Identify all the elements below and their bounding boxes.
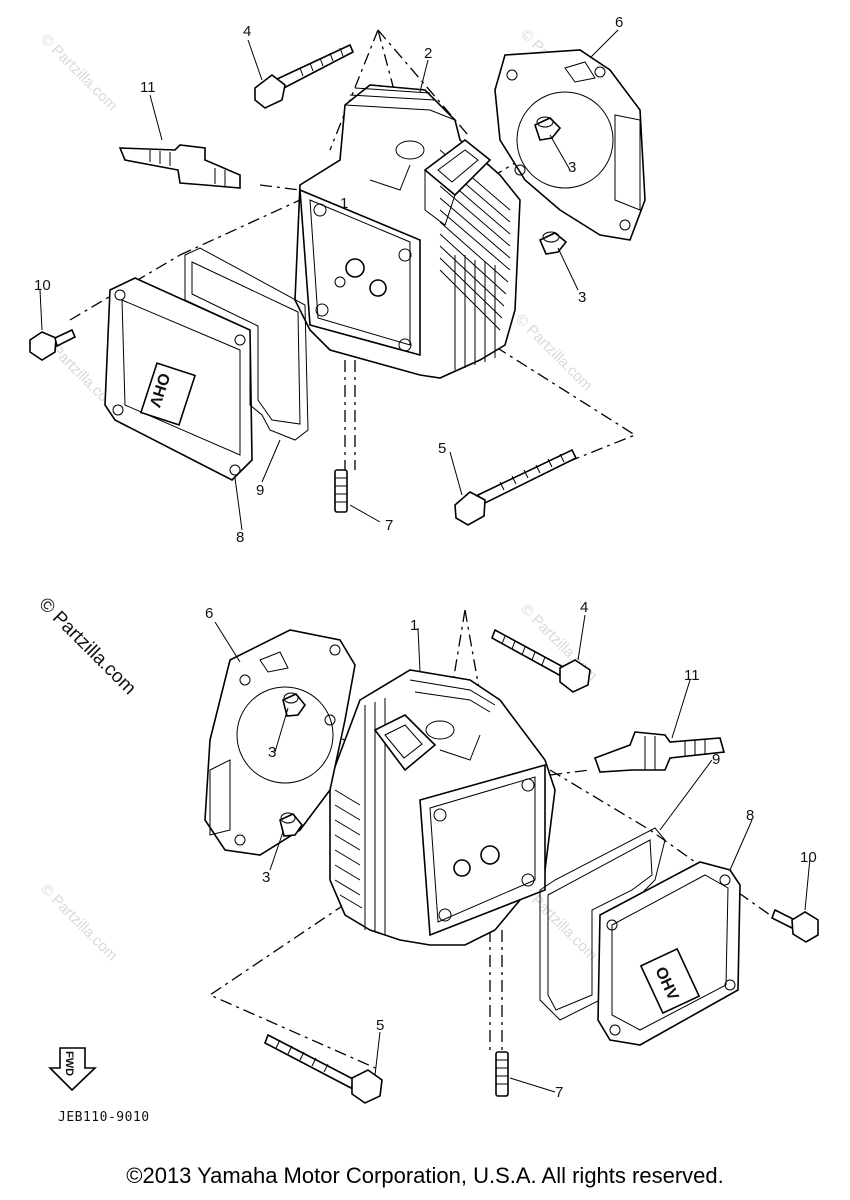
drawing-code: JEB110-9010 xyxy=(58,1110,150,1125)
watermark-prominent: © Partzilla.com xyxy=(34,594,139,699)
dowel-pin xyxy=(538,231,568,255)
callout-10: 10 xyxy=(34,277,51,294)
callout-3: 3 xyxy=(262,869,270,886)
dowel-pin xyxy=(279,812,304,837)
callout-2: 2 xyxy=(424,45,432,62)
callout-11: 11 xyxy=(684,667,700,684)
head-gasket-upper xyxy=(494,49,646,241)
spark-plug-upper xyxy=(118,144,241,189)
callout-3: 3 xyxy=(578,289,586,306)
callout-11: 11 xyxy=(140,79,156,96)
fwd-arrow-label: FWD xyxy=(63,1051,75,1076)
callout-3: 3 xyxy=(568,159,576,176)
callout-9: 9 xyxy=(712,751,720,768)
callout-3: 3 xyxy=(268,744,276,761)
bolt-lower-5 xyxy=(264,1033,383,1104)
callout-1: 1 xyxy=(340,195,348,212)
callout-10: 10 xyxy=(800,849,817,866)
watermark-faint: © Partzilla.com xyxy=(512,311,595,394)
bolt-upper-10 xyxy=(29,328,77,361)
bolt-lower-10 xyxy=(770,908,819,943)
bolt-lower-4 xyxy=(491,628,591,693)
head-cover-lower: OHV xyxy=(597,861,741,1046)
fwd-arrow-icon: FWD xyxy=(48,1047,97,1092)
callout-7: 7 xyxy=(385,517,393,534)
callout-5: 5 xyxy=(438,440,446,457)
callout-1: 1 xyxy=(410,617,418,634)
head-cover-upper: OHV xyxy=(104,277,253,481)
watermark-faint: © Partzilla.com xyxy=(37,881,120,964)
callout-6: 6 xyxy=(205,605,213,622)
callout-6: 6 xyxy=(615,14,623,31)
callout-4: 4 xyxy=(243,23,251,40)
cylinder-head-upper xyxy=(294,84,521,379)
cylinder-head-lower xyxy=(329,669,556,946)
callout-5: 5 xyxy=(376,1017,384,1034)
watermark-faint: © Partzilla.com xyxy=(37,31,120,114)
upper-view: OHV 4 2 11 6 3 3 10 5 7 8 9 1 xyxy=(29,14,646,546)
copyright-notice: ©2013 Yamaha Motor Corporation, U.S.A. A… xyxy=(126,1163,724,1188)
stud-upper-7 xyxy=(334,469,348,513)
dowel-pin xyxy=(534,116,562,141)
callout-4: 4 xyxy=(580,599,588,616)
bolt-upper-5 xyxy=(454,448,578,526)
bolt-upper-4 xyxy=(254,43,355,109)
callout-7: 7 xyxy=(555,1084,563,1101)
callout-9: 9 xyxy=(256,482,264,499)
cover-gasket-upper xyxy=(184,247,309,441)
callout-8: 8 xyxy=(746,807,754,824)
callout-8: 8 xyxy=(236,529,244,546)
spark-plug-lower xyxy=(593,731,726,773)
stud-lower-7 xyxy=(495,1051,509,1097)
lower-view: OHV FWD JEB110-9010 6 1 4 11 9 8 xyxy=(48,599,819,1125)
head-gasket-lower xyxy=(204,629,356,856)
